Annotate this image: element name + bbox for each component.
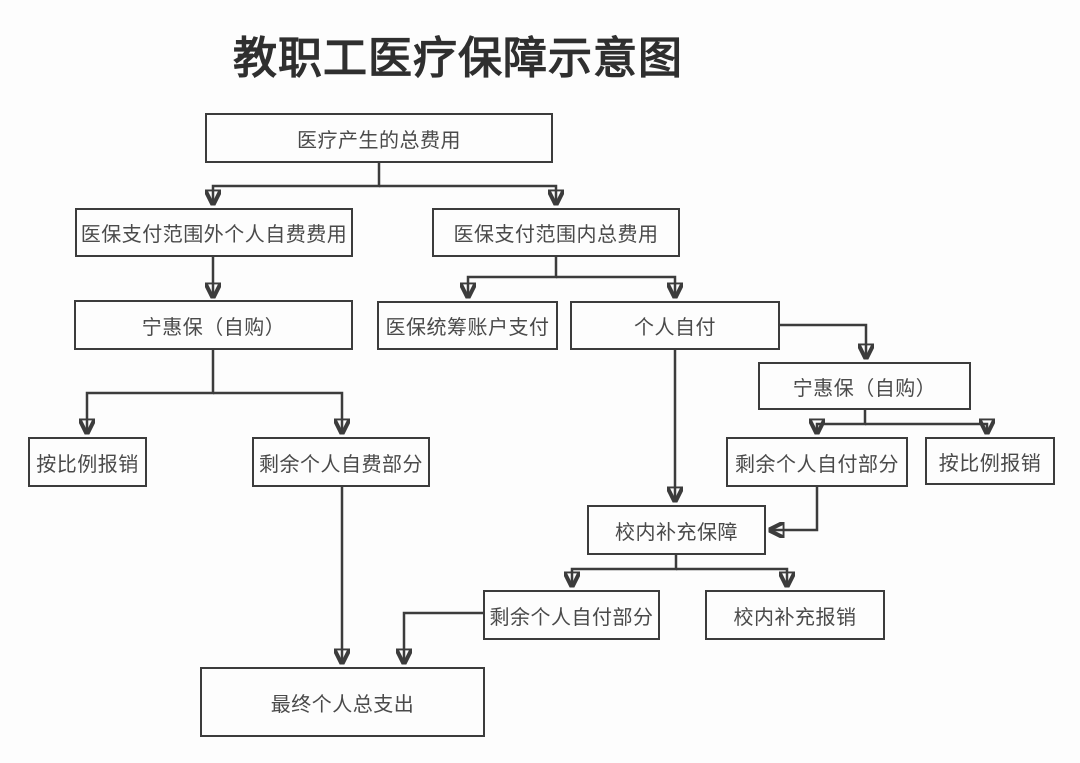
edge-in-scope-to-self-pay [556,275,675,297]
node-remaining-self-pay-bottom: 剩余个人自付部分 [483,590,660,640]
edge-remaining-bottom-to-final [404,611,483,663]
node-personal-self-pay: 个人自付 [570,301,780,350]
edge-total-to-out-of-scope [213,163,381,204]
edge-total-to-in-scope [379,184,556,204]
node-ninghuibao-left: 宁惠保（自购） [74,300,353,350]
edge-campus-guarantee-to-remaining-bottom [572,555,678,586]
node-pooled-account-pay: 医保统筹账户支付 [377,301,558,350]
node-remaining-self-pay-right: 剩余个人自付部分 [726,437,908,487]
node-campus-supplement-guarantee: 校内补充保障 [587,505,766,555]
edge-in-scope-to-pooled-account [468,257,558,297]
node-total-medical-cost: 医疗产生的总费用 [205,113,553,163]
node-ninghuibao-right: 宁惠保（自购） [758,362,971,410]
diagram-title: 教职工医疗保障示意图 [233,34,683,83]
node-proportional-reimburse-right: 按比例报销 [925,437,1055,485]
edge-ninghuibao-left-to-remaining-fee [213,391,342,433]
edge-ninghuibao-right-to-ratio-right [865,424,987,433]
edge-ninghuibao-right-to-remaining-right [817,410,867,433]
node-out-of-scope-self-fee: 医保支付范围外个人自费费用 [75,208,353,257]
edge-remaining-right-to-campus-guarantee [770,487,819,530]
edge-ninghuibao-left-to-ratio-left [87,350,215,433]
edge-campus-guarantee-to-campus-reimburse [676,567,787,586]
node-final-personal-total: 最终个人总支出 [200,667,485,737]
edge-self-pay-to-ninghuibao-right [780,323,866,358]
node-campus-supplement-reimburse: 校内补充报销 [705,590,885,640]
node-remaining-self-fee: 剩余个人自费部分 [252,437,430,487]
node-proportional-reimburse-left: 按比例报销 [28,437,147,487]
node-in-scope-total: 医保支付范围内总费用 [432,208,680,257]
